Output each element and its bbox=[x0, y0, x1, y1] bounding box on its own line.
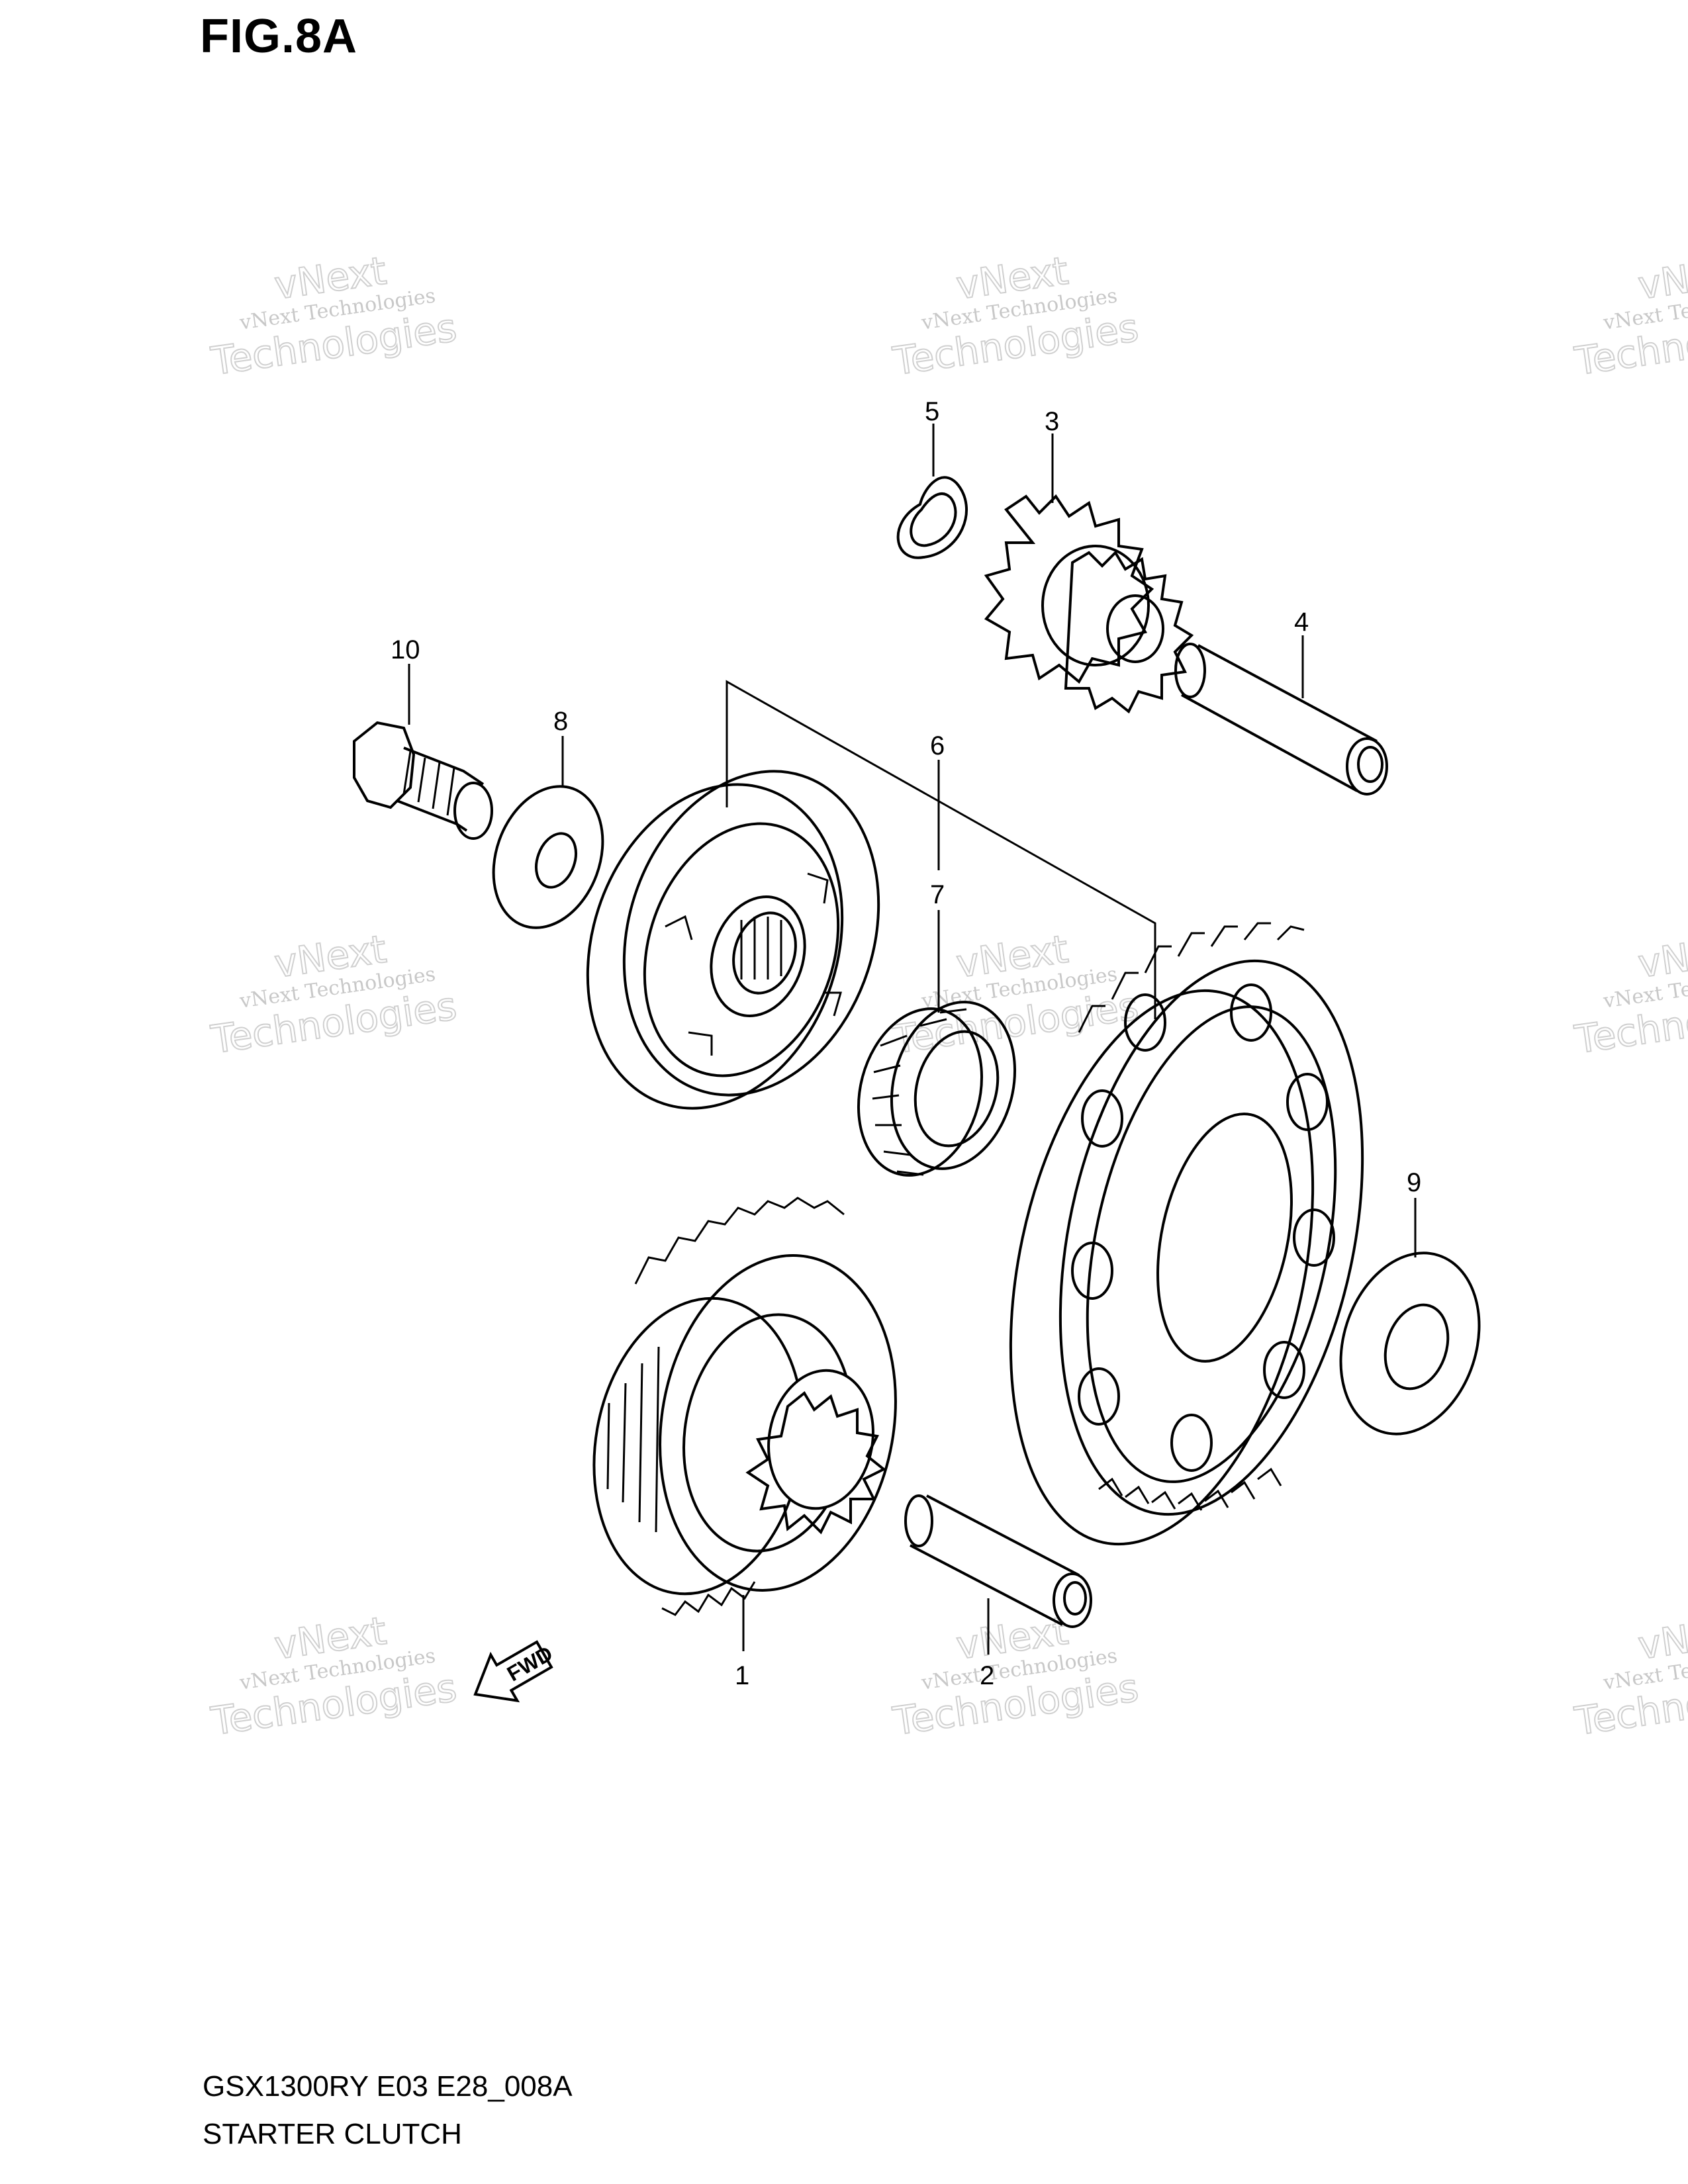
fwd-direction-arrow: FWD bbox=[473, 1640, 557, 1703]
part-label-7: 7 bbox=[930, 880, 945, 909]
watermark-group: vNext vNext Technologies Technologies vN… bbox=[208, 248, 1688, 1745]
svg-text:vNext: vNext bbox=[1636, 927, 1688, 987]
svg-text:vNext: vNext bbox=[1636, 248, 1688, 308]
starter-driven-gear bbox=[1009, 922, 1364, 1546]
part-label-6: 6 bbox=[930, 731, 945, 760]
caption-assembly-name: STARTER CLUTCH bbox=[203, 2118, 462, 2150]
part-3-idler-gear bbox=[984, 494, 1194, 714]
watermark-bottom-left: vNext vNext Technologies Technologies bbox=[208, 1608, 460, 1745]
assembly-bracket bbox=[726, 680, 1156, 1019]
part-label-2: 2 bbox=[980, 1661, 994, 1690]
part-2-shaft bbox=[904, 1494, 1092, 1628]
part-label-4: 4 bbox=[1294, 608, 1309, 637]
part-label-8: 8 bbox=[553, 707, 568, 736]
watermark-top-right: vNext vNext Technologies Technologies bbox=[1571, 248, 1688, 385]
part-9-washer bbox=[1339, 1251, 1481, 1435]
part-number-labels: 5 3 4 10 8 6 7 9 1 2 bbox=[391, 397, 1421, 1690]
watermark-bottom-right: vNext vNext Technologies Technologies bbox=[1571, 1608, 1688, 1745]
part-label-1: 1 bbox=[735, 1661, 749, 1690]
clutch-housing bbox=[586, 770, 880, 1110]
part-label-5: 5 bbox=[925, 397, 939, 426]
caption-model-code: GSX1300RY E03 E28_008A bbox=[203, 2070, 573, 2103]
watermark-top-center: vNext vNext Technologies Technologies bbox=[890, 248, 1142, 385]
part-8-washer bbox=[492, 785, 604, 929]
part-label-10: 10 bbox=[391, 635, 420, 664]
watermark-bottom-center: vNext vNext Technologies Technologies bbox=[890, 1608, 1142, 1745]
watermark-mid-left: vNext vNext Technologies Technologies bbox=[208, 926, 460, 1063]
watermark-top-left: vNext vNext Technologies Technologies bbox=[208, 248, 460, 385]
part-1-starter-clutch-gear bbox=[592, 1197, 897, 1616]
part-label-3: 3 bbox=[1045, 407, 1059, 436]
figure-title: FIG.8A bbox=[200, 10, 358, 63]
part-4-shaft bbox=[1174, 643, 1388, 796]
part-5-snap-ring bbox=[896, 476, 968, 559]
part-label-9: 9 bbox=[1407, 1168, 1421, 1197]
svg-text:vNext: vNext bbox=[1636, 1608, 1688, 1668]
watermark-mid-right: vNext vNext Technologies Technologies bbox=[1571, 926, 1688, 1063]
part-10-bolt bbox=[353, 721, 493, 840]
part-7-needle-bearing bbox=[857, 1001, 1017, 1177]
leader-lines bbox=[408, 424, 1417, 1655]
